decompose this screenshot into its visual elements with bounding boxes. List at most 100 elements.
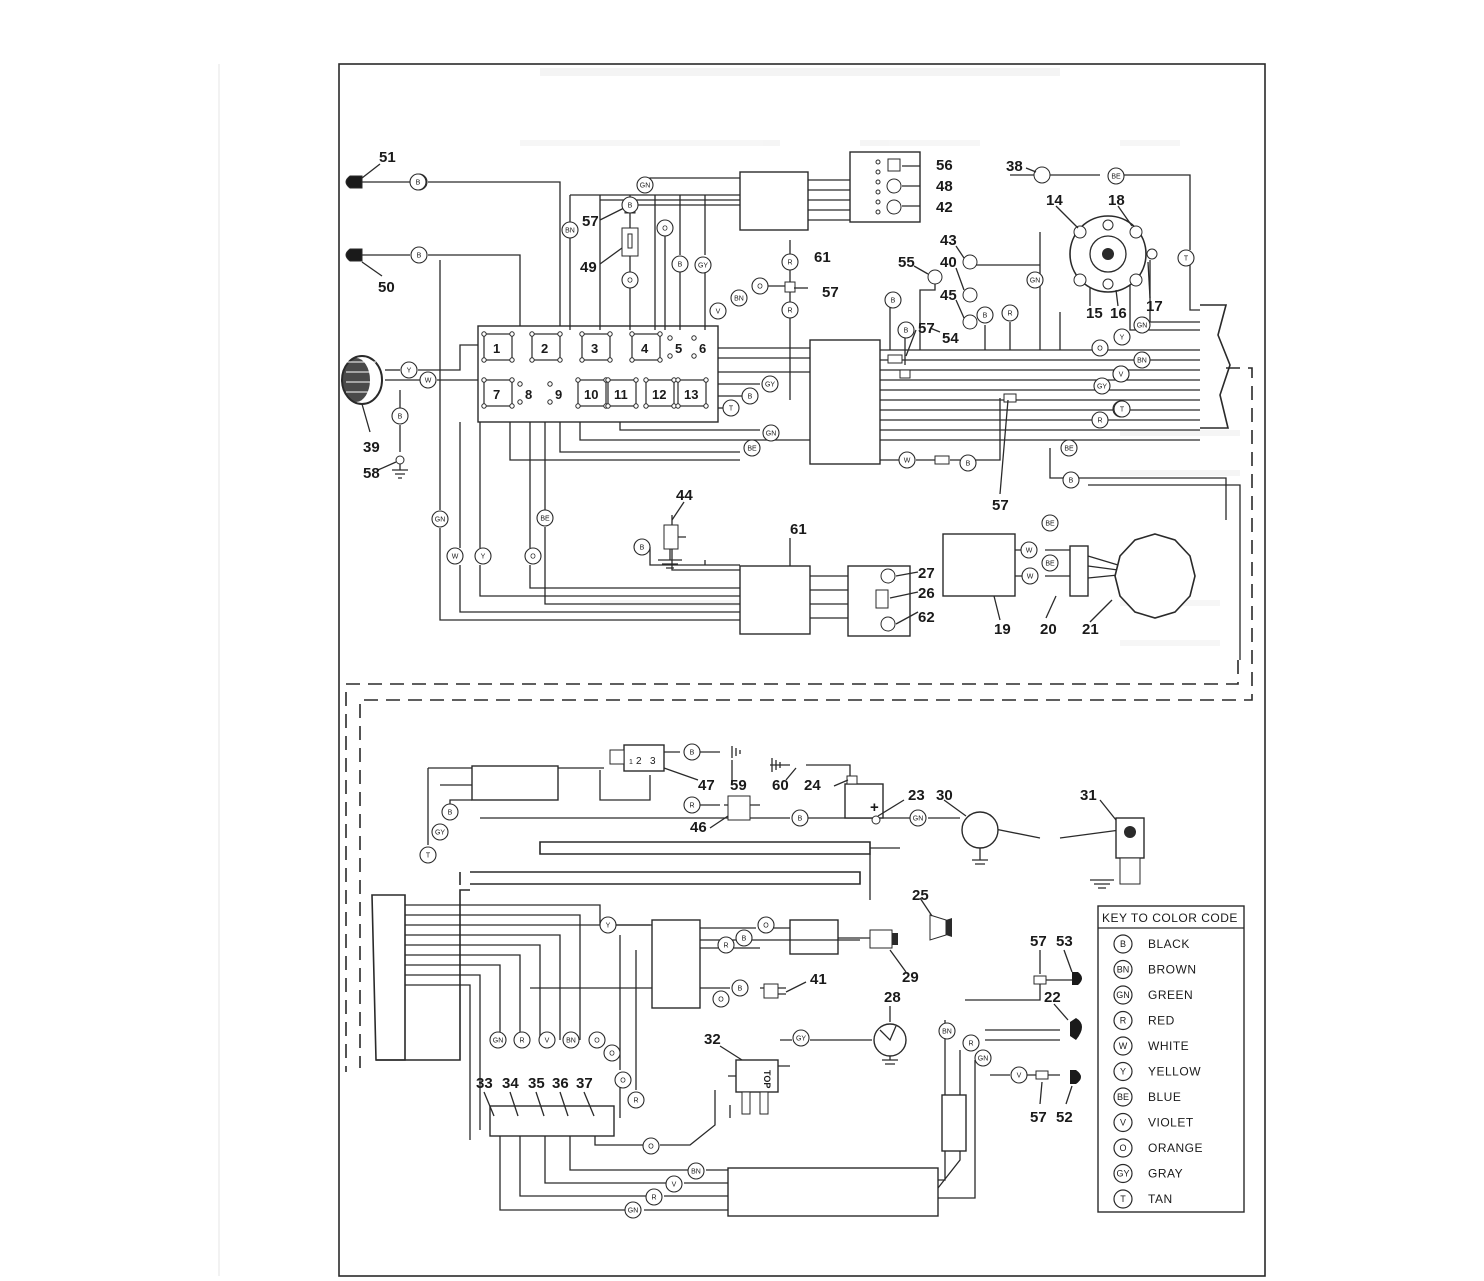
wire-tag: R	[513, 1031, 531, 1049]
svg-text:W: W	[425, 378, 432, 385]
component-number: 19	[994, 621, 1011, 638]
color-key-name: VIOLET	[1148, 1116, 1194, 1130]
svg-text:GN: GN	[493, 1038, 504, 1045]
svg-text:V: V	[672, 1182, 677, 1189]
component-number: 57	[582, 213, 599, 230]
wire-tag: O	[603, 1044, 621, 1062]
svg-text:O: O	[757, 284, 763, 291]
wire-tag: GY	[792, 1029, 810, 1047]
wire-tag: B	[441, 803, 459, 821]
wire-tag: B	[621, 196, 639, 214]
flasher-unit	[941, 1094, 967, 1152]
gauge-28-icon	[873, 1023, 907, 1065]
wire-tag: R	[962, 1034, 980, 1052]
wire-tag: GN	[1026, 271, 1044, 289]
component-number: 22	[1044, 989, 1061, 1006]
color-key-name: YELLOW	[1148, 1065, 1201, 1079]
lamp-45-icon	[962, 314, 978, 330]
color-key-code: BE	[1117, 1092, 1129, 1102]
component-number: 29	[902, 969, 919, 986]
wire-tag: GN	[909, 809, 927, 827]
component-number: 46	[690, 819, 707, 836]
wire-tag: O	[621, 271, 639, 289]
component-number: 57	[822, 284, 839, 301]
svg-text:R: R	[633, 1098, 638, 1105]
component-number: 37	[576, 1075, 593, 1092]
relay-pin-2: 2	[636, 756, 642, 767]
svg-text:B: B	[983, 313, 988, 320]
relay-block	[651, 919, 701, 1009]
color-key-name: BROWN	[1148, 963, 1197, 977]
wire-tag: BN	[1133, 351, 1151, 369]
component-number: 55	[898, 254, 915, 271]
svg-text:GN: GN	[1137, 323, 1148, 330]
relay-pin-3: 3	[650, 756, 656, 767]
wire-tag: O	[524, 547, 542, 565]
component-number: 61	[814, 249, 831, 266]
wire-tag: B	[959, 454, 977, 472]
svg-text:BE: BE	[1111, 174, 1121, 181]
wire-tag: BE	[536, 509, 554, 527]
wire-tag: O	[588, 1031, 606, 1049]
svg-text:O: O	[718, 997, 724, 1004]
component-number: 35	[528, 1075, 545, 1092]
component-number: 57	[1030, 1109, 1047, 1126]
svg-text:BE: BE	[1064, 446, 1074, 453]
wire-tag: BE	[1107, 167, 1125, 185]
wire-tag: B	[897, 321, 915, 339]
component-number: 61	[790, 521, 807, 538]
junction-61-top	[739, 171, 809, 231]
component-number: 59	[730, 777, 747, 794]
wire-tag: V	[1010, 1066, 1028, 1084]
component-number: 17	[1146, 298, 1163, 315]
component-number: 27	[918, 565, 935, 582]
component-number: 54	[942, 330, 959, 347]
color-key-name: GREEN	[1148, 988, 1193, 1002]
ground-58-icon	[392, 455, 408, 479]
svg-text:B: B	[738, 986, 743, 993]
lamp-55-icon	[927, 269, 943, 285]
wire-tag: B	[1062, 471, 1080, 489]
relay-47-icon	[609, 744, 665, 772]
wire-tag: Y	[474, 547, 492, 565]
svg-text:B: B	[398, 414, 403, 421]
color-key-code: R	[1120, 1016, 1127, 1026]
fuse-number: 7	[493, 387, 500, 402]
junction-61-bottom	[739, 565, 811, 635]
svg-text:W: W	[1027, 574, 1034, 581]
wire-tag: GY	[1093, 377, 1111, 395]
component-number: 21	[1082, 621, 1099, 638]
svg-text:BE: BE	[1045, 521, 1055, 528]
svg-text:T: T	[1120, 407, 1125, 414]
component-number: 57	[992, 497, 1009, 514]
wire-color-tags: BBYWBGNBNOBGYRROBNVGYBTGNBEBEOBBBBBRTWBB…	[391, 167, 1195, 1219]
ignition-switch-icon	[1069, 215, 1158, 293]
switch-41-icon	[763, 983, 786, 999]
wire-tag: BN	[938, 1022, 956, 1040]
ground-60-icon	[771, 758, 781, 772]
wire-tag: T	[1113, 400, 1131, 418]
svg-text:GN: GN	[435, 517, 446, 524]
color-key-code: Y	[1120, 1067, 1126, 1077]
wire-tag: R	[781, 301, 799, 319]
svg-text:B: B	[904, 328, 909, 335]
svg-text:GY: GY	[435, 830, 445, 837]
component-number: 58	[363, 465, 380, 482]
svg-text:B: B	[1069, 478, 1074, 485]
fuse-8: 8	[517, 381, 532, 405]
svg-text:O: O	[530, 554, 536, 561]
svg-text:BN: BN	[734, 296, 744, 303]
ignition-module	[471, 765, 559, 801]
color-key-code: T	[1120, 1194, 1126, 1204]
component-number: 52	[1056, 1109, 1073, 1126]
wire-tag: O	[642, 1137, 660, 1155]
component-number: 30	[936, 787, 953, 804]
svg-text:B: B	[891, 298, 896, 305]
callout-leaders	[361, 163, 1151, 1117]
